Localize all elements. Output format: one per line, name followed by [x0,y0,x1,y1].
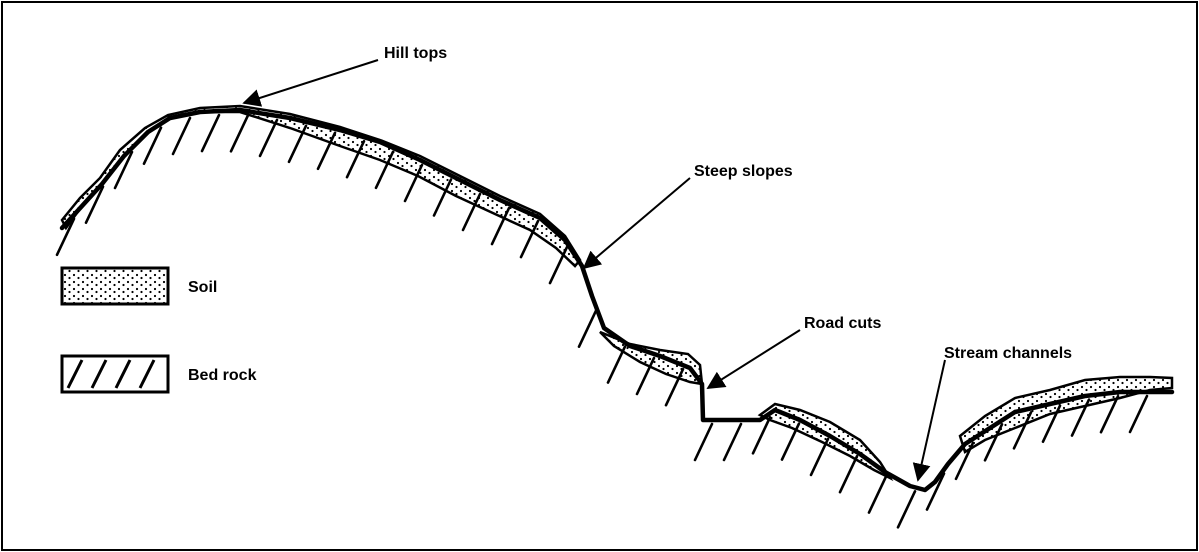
bedrock-hatch-line [724,424,741,460]
bedrock-hatch-line [840,456,857,492]
legend-bedrock-label: Bed rock [188,367,257,384]
soil-layer-lower-slope [760,404,890,478]
bedrock-hatch-line [869,477,886,513]
arrow-road-cuts [708,330,800,388]
bedrock-hatch-line [898,491,915,527]
soil-layer-bench [600,332,702,384]
bedrock-hatch-line [260,120,277,156]
callout-arrows [244,60,945,480]
soil-layers [62,106,1172,478]
bedrock-hatch-line [695,424,712,460]
arrow-steep-slopes [584,178,690,268]
soil-layer-right-slope [960,377,1172,452]
label-hill-tops: Hill tops [384,45,447,62]
soil-layer-hilltop-slope [62,106,580,266]
bedrock-hatch-line [579,311,596,347]
bedrock-hatch-line [173,118,190,154]
bedrock-hatch-line [202,115,219,151]
legend-bedrock-swatch [62,356,168,392]
label-stream-channels: Stream channels [944,345,1072,362]
legend: Soil Bed rock [62,268,257,392]
legend-soil-swatch [62,268,168,304]
legend-soil-label: Soil [188,279,217,296]
label-steep-slopes: Steep slopes [694,163,793,180]
bedrock-hatch-line [1130,396,1147,432]
label-road-cuts: Road cuts [804,315,881,332]
bedrock-hatch-line [231,115,248,151]
arrow-stream-channels [918,360,945,480]
bedrock-hatch-line [753,417,770,453]
arrow-hill-tops [244,60,378,103]
